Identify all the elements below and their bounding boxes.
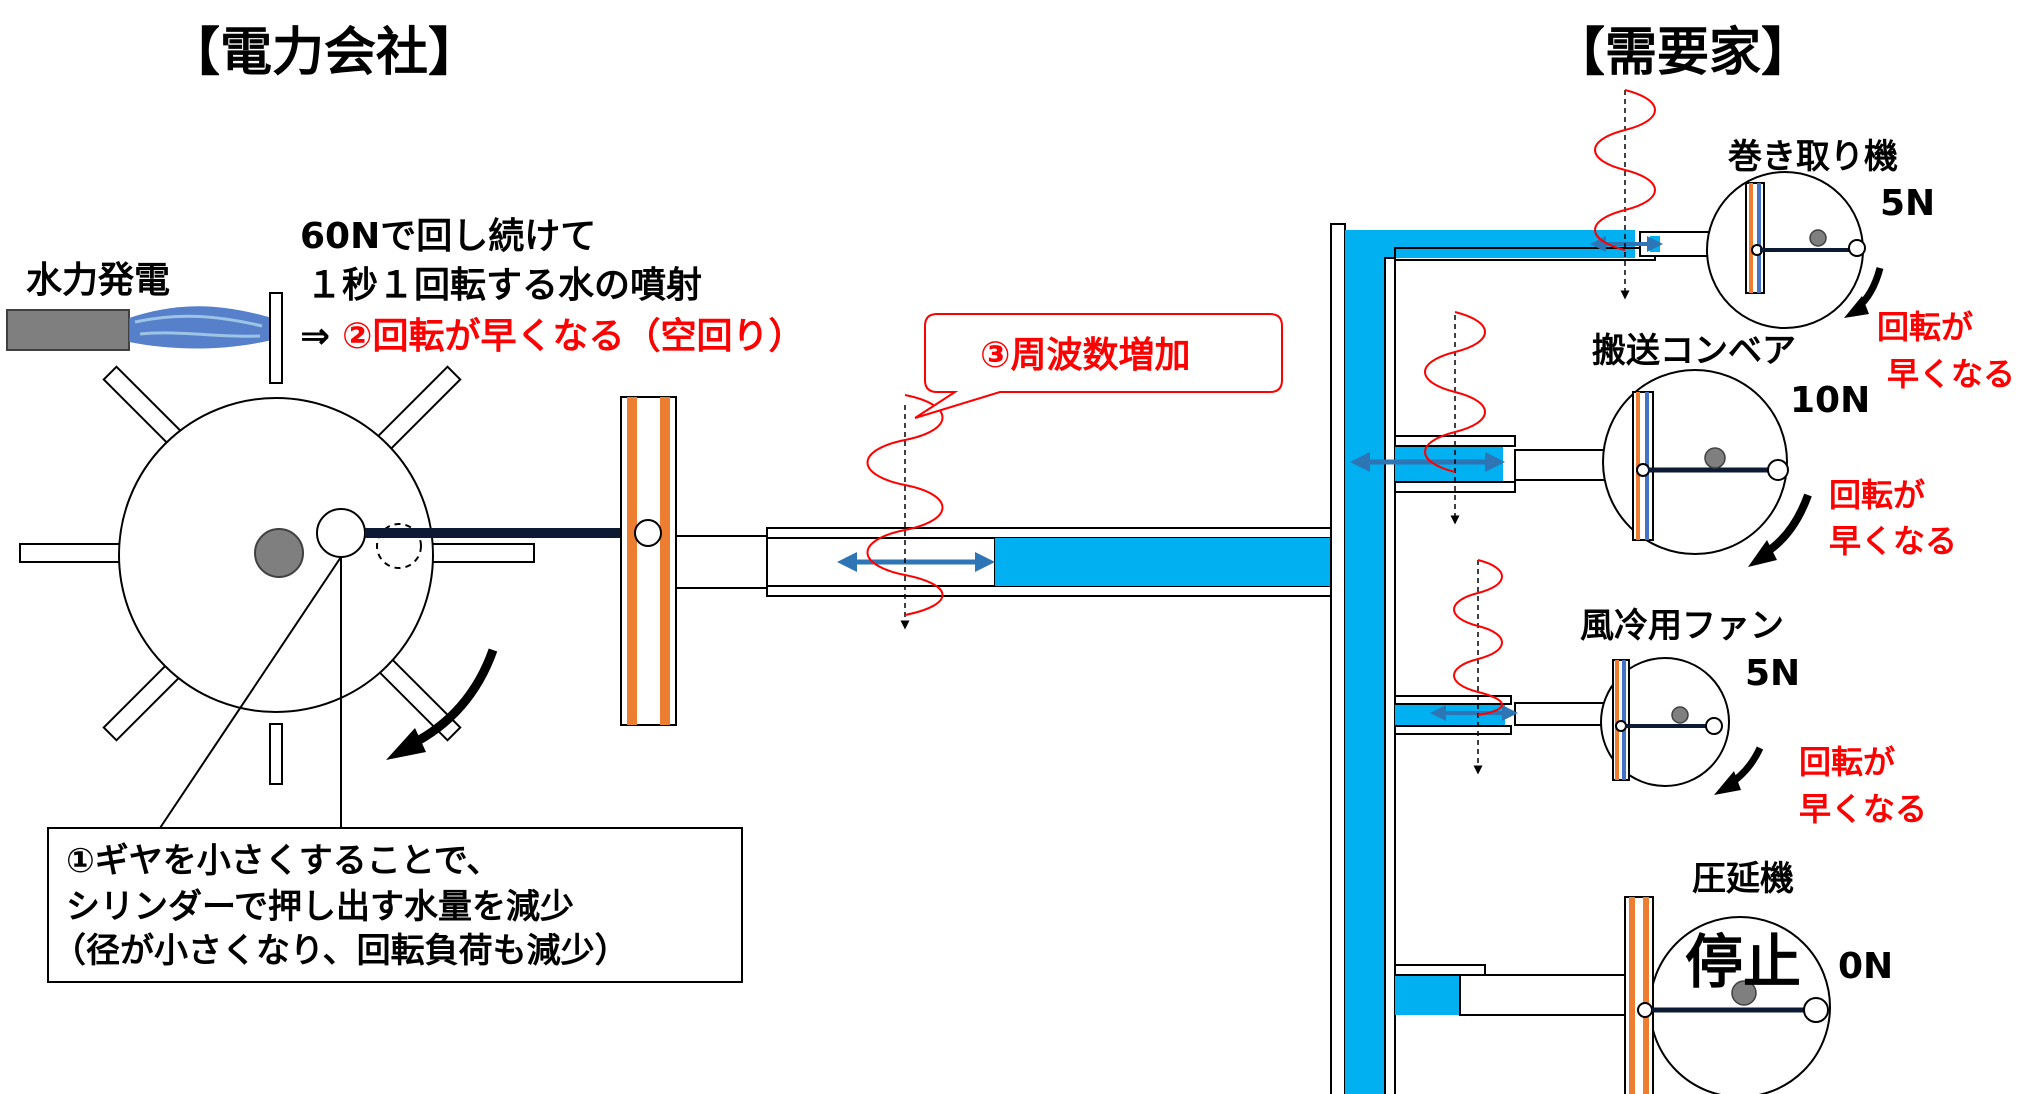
load-conveyor[interactable]: 搬送コンベア 10N 回転が 早くなる: [1350, 331, 1957, 567]
load-note-line2: 早くなる: [1887, 355, 2015, 393]
svg-text:①ギヤを小さくすることで、: ①ギヤを小さくすることで、: [66, 841, 500, 881]
load-note-line1: 回転が: [1799, 743, 1895, 781]
header-utility: 【電力会社】: [168, 23, 480, 83]
generator-desc-arrow: ⇒: [300, 316, 330, 357]
load-force: 10N: [1790, 380, 1870, 421]
generator-connecting-rod: [365, 528, 646, 538]
small-gear-pin: [316, 508, 366, 558]
main-cylinder: [675, 527, 1346, 597]
svg-text:シリンダーで押し出す水量を減少: シリンダーで押し出す水量を減少: [66, 887, 574, 927]
load-force: 5N: [1880, 183, 1935, 224]
frequency-wave-load-1: [1424, 311, 1486, 525]
generator-gear: [620, 396, 677, 726]
frequency-wave-load-0: [1594, 89, 1656, 300]
frequency-wave-load-2: [1453, 559, 1503, 775]
load-name: 圧延機: [1692, 859, 1794, 899]
load-name: 巻き取り機: [1728, 137, 1898, 177]
load-note-line2: 早くなる: [1799, 790, 1927, 828]
wheel-hub: [254, 528, 304, 578]
load-rolling-mill[interactable]: 圧延機 0N 停止: [1459, 859, 1893, 1094]
nozzle: [6, 309, 130, 351]
load-force: 0N: [1838, 946, 1893, 987]
water-jet: [129, 306, 272, 349]
generator-label: 水力発電: [26, 260, 170, 301]
generator-desc-line2: １秒１回転する水の噴射: [306, 265, 702, 306]
old-crank-position: [376, 523, 422, 569]
generator-desc-red: ②回転が早くなる（空回り）: [342, 316, 804, 357]
svg-text:③周波数増加: ③周波数増加: [980, 335, 1190, 376]
generator-rotation-arrow: [386, 648, 498, 760]
load-name: 風冷用ファン: [1580, 606, 1784, 646]
load-cooling-fan[interactable]: 風冷用ファン 5N 回転が 早くなる: [1430, 606, 1927, 828]
load-note-line1: 回転が: [1877, 308, 1973, 346]
load-note-line2: 早くなる: [1829, 522, 1957, 560]
frequency-wave-main: [866, 394, 944, 630]
load-name: 搬送コンベア: [1592, 331, 1796, 371]
load-force: 5N: [1745, 653, 1800, 694]
generator-desc-line1: 60Nで回し続けて: [300, 216, 596, 257]
svg-text:（径が小さくなり、回転負荷も減少）: （径が小さくなり、回転負荷も減少）: [52, 931, 629, 971]
gear-note-callout: ①ギヤを小さくすることで、 シリンダーで押し出す水量を減少 （径が小さくなり、回…: [47, 556, 743, 983]
header-consumer: 【需要家】: [1553, 23, 1813, 83]
load-note-line1: 回転が: [1829, 476, 1925, 514]
load-status-stopped: 停止: [1685, 928, 1801, 996]
frequency-callout: ③周波数増加: [914, 313, 1283, 419]
load-winder[interactable]: 巻き取り機 5N 回転が 早くなる: [1590, 137, 2015, 393]
